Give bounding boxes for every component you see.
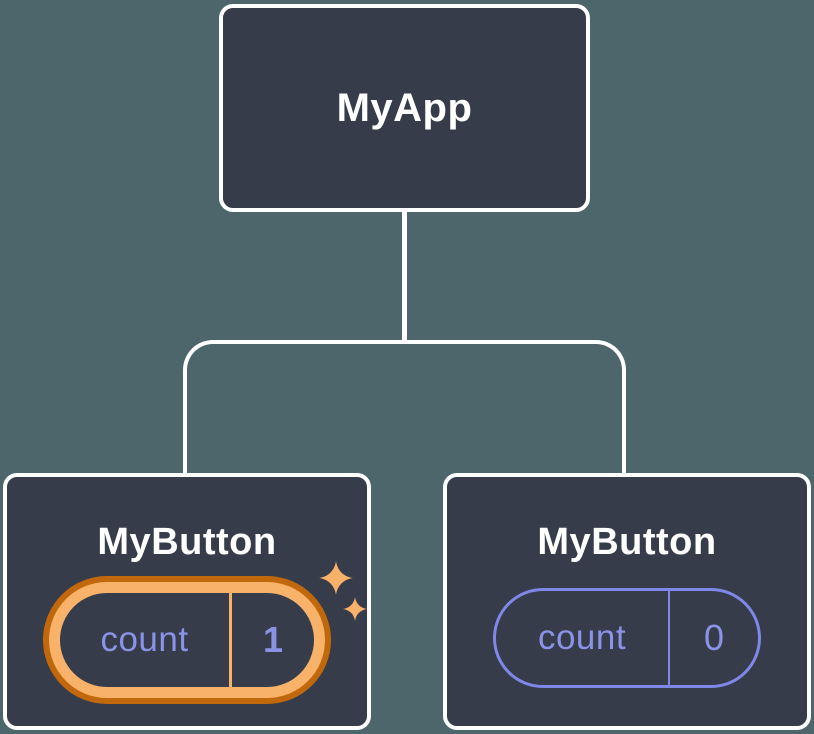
node-label: MyButton [97,521,277,563]
pill-divider [229,593,232,687]
state-value: 0 [703,617,725,658]
tree-node-mybutton-2: MyButton count 0 [443,473,811,730]
connector-root-stem [402,210,407,344]
node-label: MyButton [537,521,717,563]
sparkle-icon [319,561,353,595]
tree-node-mybutton-1: MyButton count 1 [3,473,371,730]
pill-divider [668,591,670,685]
tree-node-myapp: MyApp [219,4,590,212]
state-value-cell: 0 [670,591,758,685]
node-label: MyApp [336,85,473,130]
sparkle-icon [343,597,367,621]
state-name: count [100,620,189,659]
state-name: count [537,618,627,657]
state-name-cell: count [496,591,668,685]
state-name-cell: count [60,593,229,687]
state-pill: count 0 [493,588,761,688]
state-pill-highlighted: count 1 [43,576,331,704]
connector-branch [183,340,626,473]
state-value: 1 [262,619,284,660]
state-pill-body: count 1 [60,593,314,687]
state-value-cell: 1 [232,593,314,687]
state-pill-ring: count 1 [49,582,325,698]
